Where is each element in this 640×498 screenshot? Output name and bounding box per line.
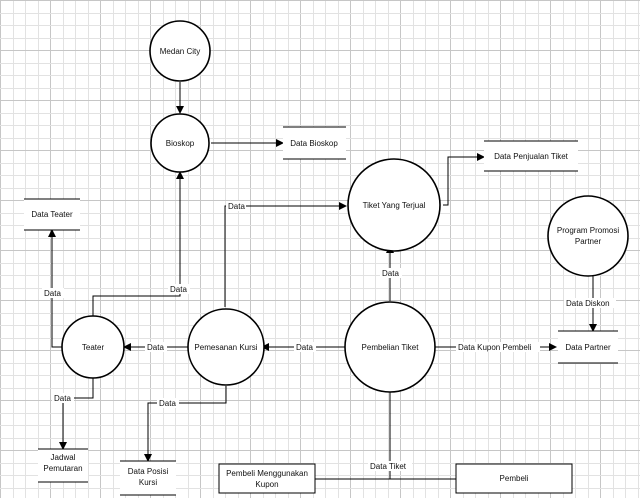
flow-label-pembelian-to-tiket: Data <box>382 269 399 278</box>
flow-label-pemesanan-to-tiket: Data <box>228 202 245 211</box>
flow-label-teater-to-store: Data <box>44 289 61 298</box>
process-medan-city-label: Medan City <box>160 47 200 56</box>
process-tiket-terjual: Tiket Yang Terjual <box>347 158 441 252</box>
store-jadwal-pemutaran: Jadwal Pemutaran <box>38 448 88 483</box>
entity-pembeli-label: Pembeli <box>500 474 529 483</box>
flow-teater-to-jadwal <box>59 378 94 450</box>
process-tiket-terjual-label: Tiket Yang Terjual <box>363 201 426 210</box>
flow-labels: Data Data Data Data Data Data Data Disko… <box>42 201 616 471</box>
store-posisi-line1: Data Posisi <box>128 467 169 476</box>
process-program-promosi-line2: Partner <box>575 237 602 246</box>
flow-label-teater-to-bioskop: Data <box>170 285 187 294</box>
store-data-partner-label: Data Partner <box>565 343 611 352</box>
process-pembelian-label: Pembelian Tiket <box>362 343 420 352</box>
flow-label-entity-to-pembelian: Data Tiket <box>370 462 407 471</box>
flow-label-pemesanan-to-teater: Data <box>147 343 164 352</box>
store-data-penjualan-label: Data Penjualan Tiket <box>494 152 569 161</box>
flow-label-teater-to-jadwal: Data <box>54 394 71 403</box>
store-data-penjualan: Data Penjualan Tiket <box>484 140 578 172</box>
store-data-partner: Data Partner <box>558 330 618 364</box>
process-teater-label: Teater <box>82 343 105 352</box>
store-data-teater-label: Data Teater <box>31 210 73 219</box>
flow-teater-to-bioskop <box>92 171 184 317</box>
store-data-bioskop-label: Data Bioskop <box>290 139 338 148</box>
flow-label-pemesanan-to-posisi: Data <box>159 399 176 408</box>
flow-pemesanan-to-posisi <box>144 386 227 462</box>
process-teater: Teater <box>61 315 125 379</box>
store-data-posisi-kursi: Data Posisi Kursi <box>120 460 176 496</box>
store-posisi-line2: Kursi <box>139 478 157 487</box>
process-pemesanan-label: Pemesanan Kursi <box>194 343 257 352</box>
process-program-promosi-line1: Program Promosi <box>557 226 619 235</box>
process-bioskop: Bioskop <box>150 113 210 173</box>
entity-pembeli-kupon-line1: Pembeli Menggunakan <box>226 469 308 478</box>
flow-tiket-to-penjualan <box>443 153 485 206</box>
store-data-teater: Data Teater <box>24 198 80 231</box>
store-data-bioskop: Data Bioskop <box>283 126 346 160</box>
flow-pemesanan-to-tiket <box>224 202 347 307</box>
entity-pembeli-kupon-line2: Kupon <box>255 480 278 489</box>
flow-teater-to-store <box>48 229 62 348</box>
entity-pembeli-kupon: Pembeli Menggunakan Kupon <box>218 463 316 494</box>
flow-label-promosi-to-partner: Data Diskon <box>566 299 610 308</box>
process-bioskop-label: Bioskop <box>166 139 195 148</box>
flow-label-pembelian-to-pemesanan: Data <box>296 343 313 352</box>
process-medan-city: Medan City <box>149 20 211 82</box>
process-pemesanan-kursi: Pemesanan Kursi <box>187 308 265 386</box>
entity-pembeli: Pembeli <box>455 463 573 494</box>
process-pembelian-tiket: Pembelian Tiket <box>344 301 436 393</box>
store-jadwal-line1: Jadwal <box>51 453 76 462</box>
store-jadwal-line2: Pemutaran <box>43 464 82 473</box>
process-program-promosi: Program Promosi Partner <box>547 195 629 277</box>
flow-label-pembelian-to-partner: Data Kupon Pembeli <box>458 343 532 352</box>
